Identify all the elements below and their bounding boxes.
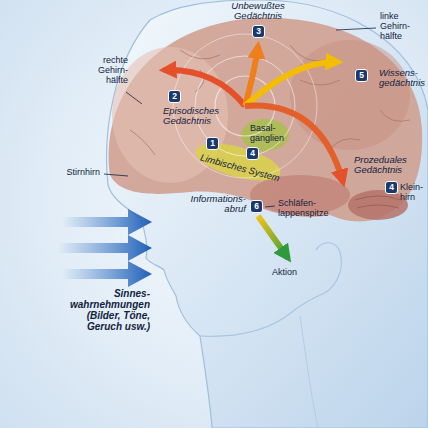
cerebellum: [348, 190, 408, 220]
part-label: Klein- hirn: [400, 183, 423, 203]
callout-text: 4: [389, 183, 394, 192]
part-label: Prozeduales Gedächtnis: [354, 155, 407, 176]
part-label: Aktion: [272, 268, 297, 278]
callout-text: 4: [250, 149, 255, 158]
callout-text: 2: [172, 92, 177, 101]
callout-text: 1: [210, 139, 215, 148]
callout-number: 1: [206, 137, 219, 150]
callout-number: 5: [355, 69, 368, 82]
neck-line: [300, 316, 318, 428]
part-label: Schläfen- lappenspitze: [278, 199, 329, 219]
part-label: rechte Gehirn- hälfte: [98, 56, 128, 86]
callout-number: 3: [252, 25, 265, 38]
head-silhouette: [107, 0, 428, 428]
part-label: Basal- ganglien: [250, 124, 284, 144]
action-arrow: [258, 216, 288, 258]
sensory-arrows: [58, 209, 152, 287]
callout-text: 5: [359, 71, 364, 80]
callout-number: 2: [168, 90, 181, 103]
callout-text: 6: [254, 202, 259, 211]
callout-number: 6: [250, 200, 263, 213]
callout-number: 4: [385, 181, 398, 194]
callout-number: 4: [246, 147, 259, 160]
part-label: Episodisches Gedächtnis: [163, 106, 219, 127]
callout-text: 3: [256, 27, 261, 36]
cerebellum-folds: [355, 196, 401, 208]
brain: [109, 18, 422, 222]
episodic-arrow: [164, 70, 245, 106]
brain-gyri: [130, 45, 410, 155]
part-label: Unbewußtes Gedächtnis: [231, 1, 284, 22]
parietal-lobe: [290, 40, 410, 150]
part-label: Wissens- gedächtnis: [379, 68, 425, 89]
ear: [316, 243, 341, 296]
part-label: Stirnhirn: [66, 168, 100, 178]
knowledge-arrow: [245, 62, 338, 106]
part-label: Sinnes- wahrnehmungen (Bilder, Töne, Ger…: [54, 288, 150, 332]
part-label: linke Gehirn- hälfte: [380, 12, 410, 42]
leader-lines: [104, 28, 376, 207]
part-label: Informations- abruf: [191, 194, 246, 215]
